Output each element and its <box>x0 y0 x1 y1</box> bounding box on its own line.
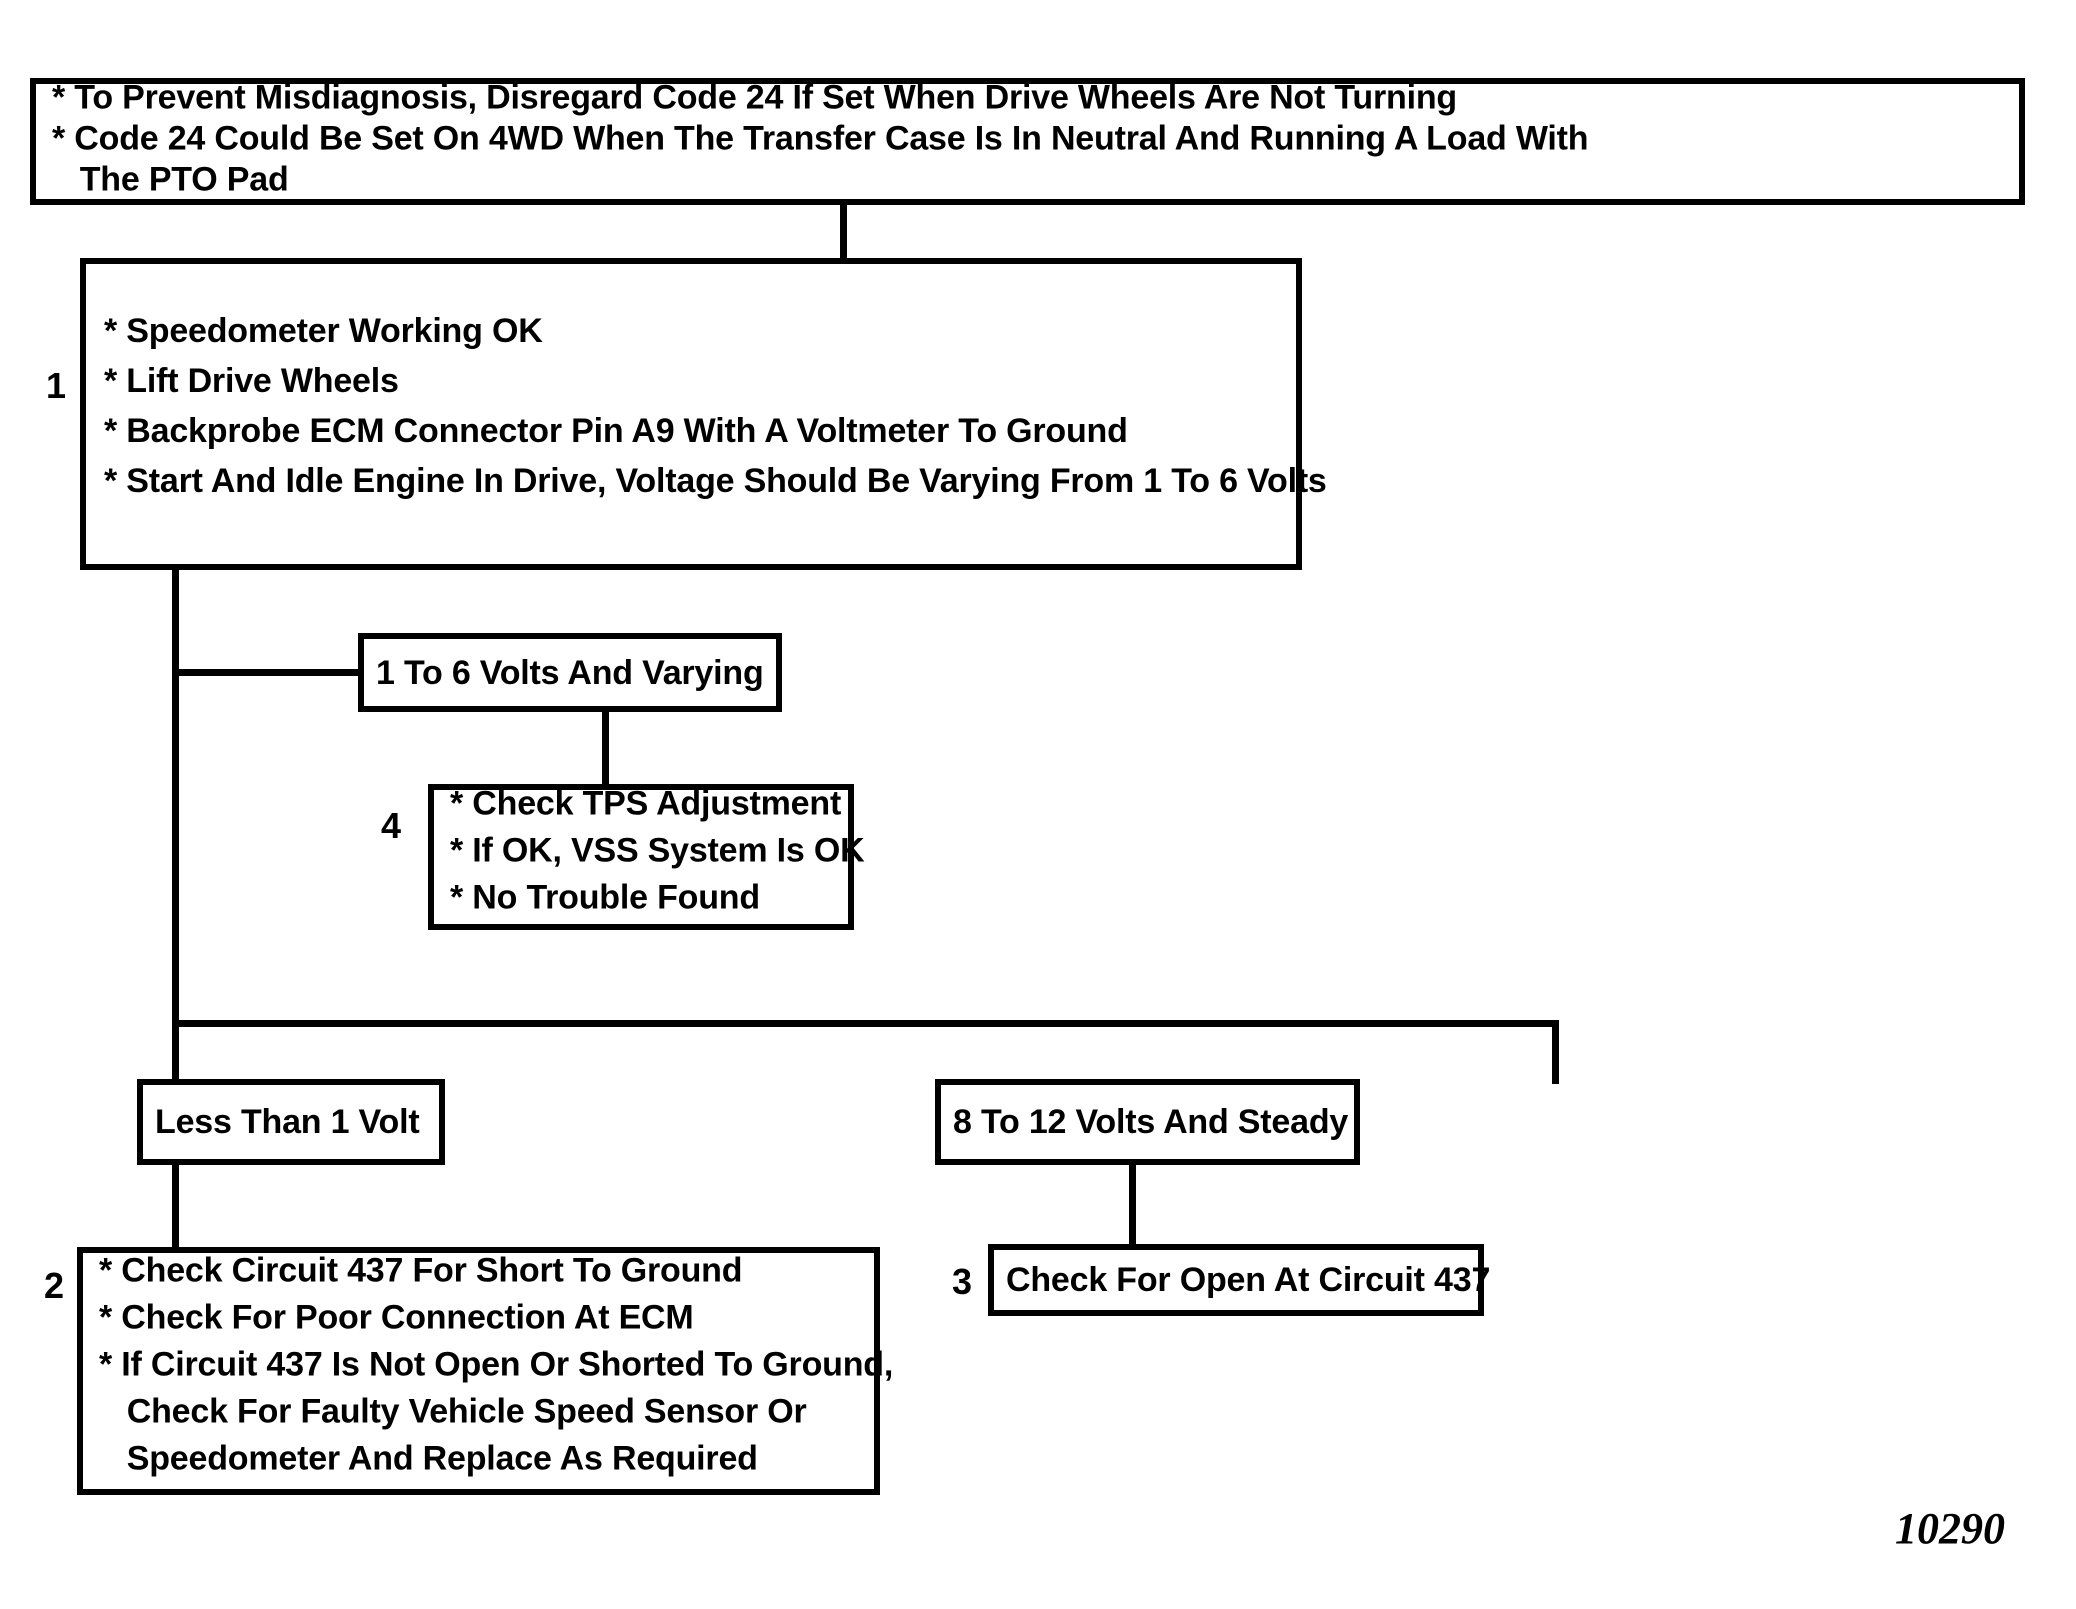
step1-index-label: 1 <box>46 365 67 406</box>
warning-line-2: * Code 24 Could Be Set On 4WD When The T… <box>52 119 1589 157</box>
step2-line-4: Check For Faulty Vehicle Speed Sensor Or <box>99 1392 807 1431</box>
connector-varying-to-step4 <box>602 712 609 788</box>
step4-line-3: * No Trouble Found <box>450 878 760 917</box>
step2-index-label: 2 <box>44 1265 65 1306</box>
branch-8to12v-box: 8 To 12 Volts And Steady <box>935 1079 1360 1165</box>
step3-box: Check For Open At Circuit 437 <box>988 1244 1490 1316</box>
step4-line-2: * If OK, VSS System Is OK <box>450 831 865 870</box>
connector-less1v-to-step2 <box>172 1160 179 1252</box>
branch-varying-lines: 1 To 6 Volts And Varying <box>376 656 764 690</box>
step2-line-3: * If Circuit 437 Is Not Open Or Shorted … <box>99 1345 894 1384</box>
figure-number: 10290 <box>1895 1504 2005 1553</box>
step4-line-1: * Check TPS Adjustment <box>450 784 842 823</box>
warning-line-1: * To Prevent Misdiagnosis, Disregard Cod… <box>52 78 1457 116</box>
step1-box: * Speedometer Working OK * Lift Drive Wh… <box>80 258 1327 570</box>
branch-8to12v-lines: 8 To 12 Volts And Steady <box>953 1105 1348 1139</box>
step1-line-3: * Backprobe ECM Connector Pin A9 With A … <box>104 412 1128 450</box>
branch-varying-label: 1 To 6 Volts And Varying <box>376 653 764 692</box>
connector-spine-to-varying <box>172 669 362 676</box>
connector-step1-spine <box>172 570 179 1082</box>
branch-varying-box: 1 To 6 Volts And Varying <box>358 633 782 712</box>
step4-lines: * Check TPS Adjustment * If OK, VSS Syst… <box>450 784 865 928</box>
connector-8to12-to-step3 <box>1129 1160 1136 1250</box>
step4-index-label: 4 <box>381 805 402 846</box>
warning-line-3: The PTO Pad <box>52 160 289 198</box>
step3-index-label: 3 <box>952 1261 973 1302</box>
step2-box: * Check Circuit 437 For Short To Ground … <box>77 1247 893 1495</box>
step4-box: * Check TPS Adjustment * If OK, VSS Syst… <box>428 784 865 930</box>
step1-line-2: * Lift Drive Wheels <box>104 362 399 400</box>
step2-line-5: Speedometer And Replace As Required <box>99 1439 758 1478</box>
branch-less-than-1v-box: Less Than 1 Volt <box>137 1079 445 1165</box>
step2-line-1: * Check Circuit 437 For Short To Ground <box>99 1251 743 1290</box>
branch-8to12v-label: 8 To 12 Volts And Steady <box>953 1103 1349 1141</box>
step1-line-4: * Start And Idle Engine In Drive, Voltag… <box>104 462 1327 500</box>
warning-box-lines: * To Prevent Misdiagnosis, Disregard Cod… <box>52 78 1589 203</box>
step2-line-2: * Check For Poor Connection At ECM <box>99 1298 694 1337</box>
warning-box: * To Prevent Misdiagnosis, Disregard Cod… <box>30 78 2025 205</box>
connector-branch-bar <box>172 1020 1559 1027</box>
step2-lines: * Check Circuit 437 For Short To Ground … <box>99 1254 893 1489</box>
step3-lines: Check For Open At Circuit 437 <box>1006 1263 1490 1297</box>
branch-less-than-1v-lines: Less Than 1 Volt <box>155 1103 420 1141</box>
branch-less-than-1v-label: Less Than 1 Volt <box>155 1103 420 1141</box>
connector-warning-to-step1 <box>840 205 847 260</box>
step3-line-1: Check For Open At Circuit 437 <box>1006 1261 1491 1299</box>
connector-right-spine <box>1552 1020 1559 1084</box>
step1-line-1: * Speedometer Working OK <box>104 312 543 350</box>
step1-lines: * Speedometer Working OK * Lift Drive Wh… <box>104 314 1327 514</box>
